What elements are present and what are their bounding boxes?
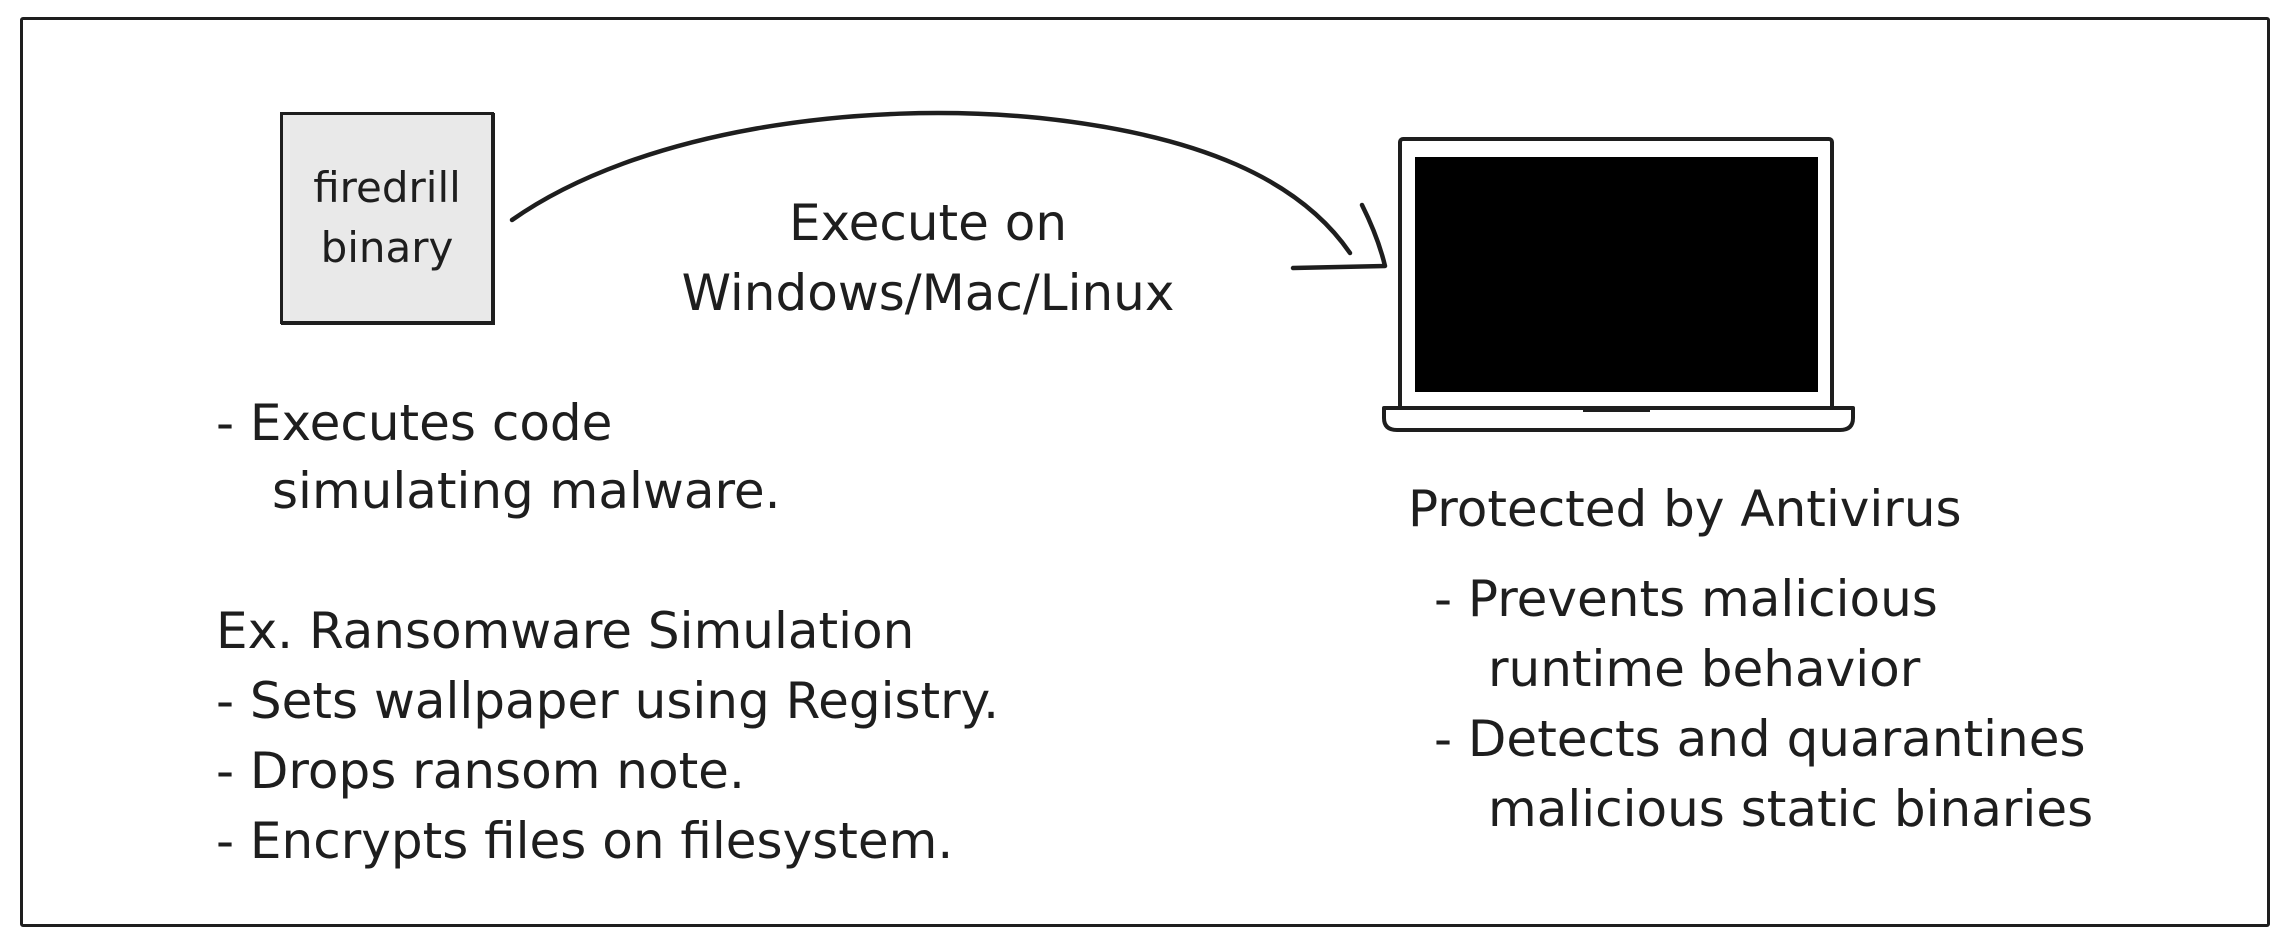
firedrill-binary-box: firedrill binary <box>280 112 494 324</box>
right-note-item2-line1: - Detects and quarantines <box>1434 710 2086 768</box>
binary-label-line1: firedrill <box>313 163 461 212</box>
list-item: - Encrypts files on filesystem. <box>216 812 954 870</box>
arrow-shaft <box>509 110 1353 256</box>
arrow-label-line2: Windows/Mac/Linux <box>681 264 1175 322</box>
list-item: - Drops ransom note. <box>216 742 745 800</box>
right-note-item2-line2: malicious static binaries <box>1488 780 2094 838</box>
arrow-label-line1: Execute on <box>788 194 1068 252</box>
left-note-line1: - Executes code <box>216 394 613 452</box>
binary-label-line2: binary <box>320 223 454 272</box>
curved-arrow-icon <box>509 110 1388 271</box>
laptop-base <box>1382 406 1855 432</box>
left-note-line2: simulating malware. <box>272 462 781 520</box>
right-note-item1-line1: - Prevents malicious <box>1434 570 1938 628</box>
example-title: Ex. Ransomware Simulation <box>216 602 915 660</box>
right-note-item1-line2: runtime behavior <box>1488 640 1921 698</box>
antivirus-title: Protected by Antivirus <box>1408 480 1962 538</box>
arrow-head <box>1290 202 1388 271</box>
laptop-icon <box>1382 137 1855 432</box>
laptop-screen <box>1415 157 1818 392</box>
list-item: - Sets wallpaper using Registry. <box>216 672 1000 730</box>
diagram-frame <box>20 17 2270 927</box>
